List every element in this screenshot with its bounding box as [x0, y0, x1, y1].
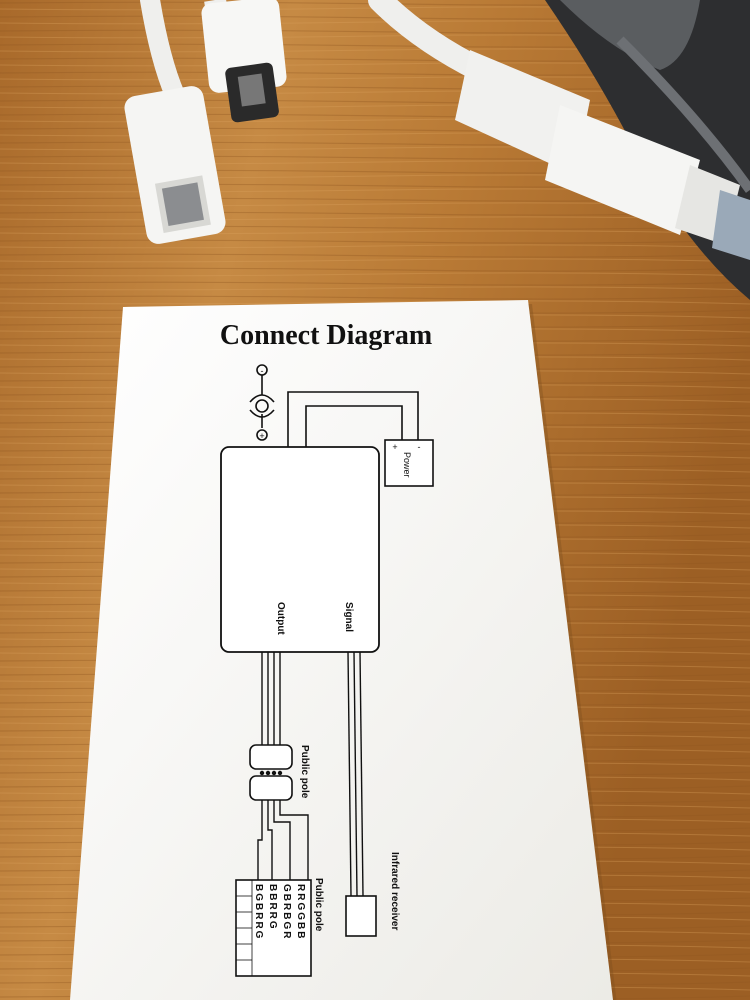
pin-column-4: BGBRRG — [253, 884, 264, 940]
output-wire-bundle — [261, 652, 281, 745]
public-pole-label: Public pole — [299, 745, 310, 799]
power-minus: - — [418, 442, 421, 452]
power-plus: + — [392, 442, 397, 452]
power-supply-box — [384, 439, 434, 487]
pin-header-label: Public pole — [313, 878, 324, 932]
diagram-title: Connect Diagram — [220, 320, 432, 351]
controller-box — [220, 446, 380, 653]
output-label: Output — [275, 602, 286, 635]
cable-connector-right — [368, 0, 750, 260]
connector-upper — [249, 744, 293, 770]
pin-column-2: GBRBGR — [281, 884, 292, 940]
dc-jack-symbol — [249, 364, 275, 441]
infrared-receiver-label: Infrared receiver — [389, 852, 400, 930]
pin-header-grid — [236, 880, 253, 976]
pin-column-1: RRGGBB — [295, 884, 306, 940]
signal-label: Signal — [343, 602, 354, 632]
pin-header-wires — [257, 800, 309, 880]
signal-wires — [347, 651, 364, 897]
infrared-receiver-box — [345, 895, 377, 937]
power-wires — [287, 391, 419, 448]
jack-plus-label: + — [259, 431, 264, 441]
power-label: Power — [402, 452, 412, 478]
connector-pins — [259, 770, 283, 776]
cable-connector-left — [124, 0, 226, 244]
connector-lower — [249, 775, 293, 801]
pin-column-3: BBRRG — [267, 884, 278, 931]
jack-minus-label: - — [261, 366, 264, 376]
cable-connector-middle — [201, 0, 287, 123]
